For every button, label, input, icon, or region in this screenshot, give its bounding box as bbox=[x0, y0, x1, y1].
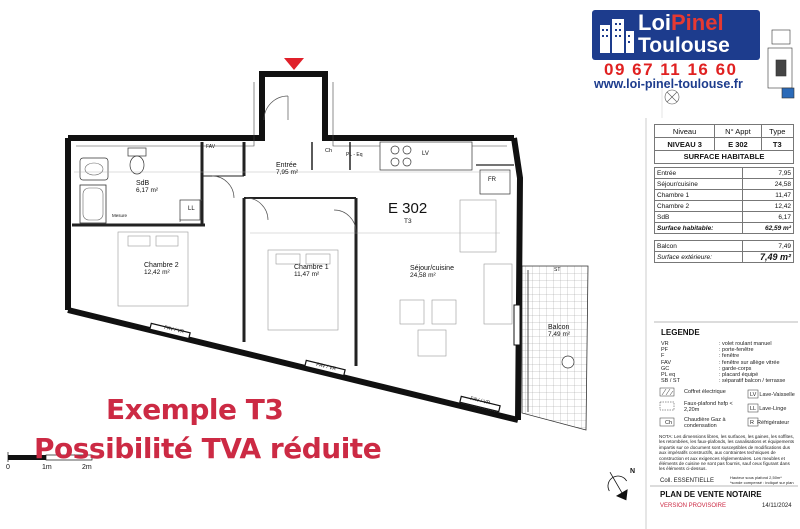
collection-label: Coll. ESSENTIELLE bbox=[660, 478, 715, 484]
washing-machine-box bbox=[179, 199, 201, 221]
value-niveau: NIVEAU 3 bbox=[653, 137, 716, 151]
fixture-ch: Ch bbox=[325, 148, 333, 154]
header-appt: N° Appt bbox=[714, 124, 762, 138]
header-niveau: Niveau bbox=[653, 124, 716, 138]
scale-bar bbox=[7, 452, 93, 462]
apartment-header-table: Niveau N° Appt Type NIVEAU 3 E 302 T3 bbox=[653, 124, 795, 151]
header-type: Type bbox=[760, 124, 795, 138]
toilet bbox=[127, 147, 147, 175]
building-logo-icon bbox=[600, 19, 634, 53]
legend-appliance-ll: LL Lave-Linge bbox=[750, 406, 787, 412]
collection-note: Hauteur sous plafond 2,50m* *sonde compe… bbox=[730, 475, 794, 485]
habitable-total-row: Surface habitable:62,59 m² bbox=[654, 222, 794, 234]
legend-symbol-chaudiere: Chaudière Gaz à condensation bbox=[684, 417, 726, 429]
scale-label-0: 0 bbox=[6, 464, 10, 471]
legend-abbr-list: VR: volet roulant manuel PF: porte-fenêt… bbox=[661, 341, 786, 385]
legend-title: LEGENDE bbox=[661, 328, 700, 337]
surface-title: SURFACE HABITABLE bbox=[654, 151, 794, 164]
website-link[interactable]: www.loi-pinel-toulouse.fr bbox=[594, 77, 743, 91]
fixture-st: ST bbox=[554, 267, 561, 273]
fixture-pl-eq: PL - Eq bbox=[346, 152, 363, 158]
doc-date: 14/11/2024 bbox=[762, 503, 792, 509]
building-key-map bbox=[767, 29, 795, 99]
value-appt: E 302 bbox=[714, 137, 762, 151]
bathtub bbox=[79, 184, 107, 224]
kitchen-counter bbox=[379, 141, 511, 195]
scale-label-2m: 2m bbox=[82, 464, 92, 471]
brand-subtitle: Toulouse bbox=[638, 34, 730, 57]
exterior-total-row: Surface extérieure:7,49 m² bbox=[654, 251, 794, 263]
apartment-type: T3 bbox=[404, 218, 412, 225]
fixture-fr: FR bbox=[488, 177, 496, 183]
doors bbox=[179, 95, 357, 233]
info-panel: Niveau N° Appt Type NIVEAU 3 E 302 T3 SU… bbox=[653, 124, 795, 263]
compass-mini-icon bbox=[664, 89, 680, 105]
fixture-ll: LL bbox=[188, 206, 195, 212]
dimension-lines bbox=[74, 171, 510, 234]
fixture-mesure: Mesure bbox=[112, 213, 128, 218]
fixture-fav: FAV bbox=[206, 144, 216, 150]
outer-walls bbox=[65, 71, 524, 423]
brand-logo[interactable]: LoiPinel Toulouse bbox=[592, 10, 760, 60]
doc-version: VERSION PROVISOIRE bbox=[660, 503, 727, 509]
apartment-id: E 302 bbox=[388, 200, 428, 217]
legend-appliance-lv: LV Lave-Vaisselle bbox=[750, 392, 795, 398]
legend-symbol-coffret: Coffret électrique bbox=[684, 389, 726, 395]
north-arrow-icon bbox=[607, 471, 628, 501]
interior-walls bbox=[72, 142, 514, 366]
north-label: N bbox=[630, 468, 636, 475]
sink bbox=[79, 157, 109, 181]
brand-title: LoiPinel bbox=[638, 10, 724, 35]
promo-line-1: Exemple T3 bbox=[106, 393, 284, 426]
living-furniture bbox=[399, 199, 513, 357]
entrance-arrow-icon bbox=[284, 58, 304, 70]
bed-chambre-1 bbox=[267, 249, 339, 331]
bed-chambre-2 bbox=[117, 231, 189, 307]
fixture-lv: LV bbox=[422, 151, 429, 157]
legend-symbol-faux-plafond: Faux-plafond hsfp < 2,20m bbox=[684, 401, 733, 413]
legend-symbols bbox=[659, 387, 759, 427]
legend-symbol-ch-code: Ch bbox=[665, 420, 673, 426]
windows bbox=[149, 322, 501, 413]
balcony-floor bbox=[521, 265, 589, 431]
scale-label-1m: 1m bbox=[42, 464, 52, 471]
legend-appliance-r: R Réfrigérateur bbox=[750, 420, 790, 426]
value-type: T3 bbox=[760, 137, 795, 151]
promo-line-2: Possibilité TVA réduite bbox=[34, 432, 382, 465]
legend-note: NOTA: Les dimensions libres, les surface… bbox=[659, 434, 795, 472]
phone-number[interactable]: 09 67 11 16 60 bbox=[604, 60, 738, 79]
doc-title: PLAN DE VENTE NOTAIRE bbox=[660, 490, 762, 499]
balcony-drain-icon bbox=[561, 355, 575, 369]
